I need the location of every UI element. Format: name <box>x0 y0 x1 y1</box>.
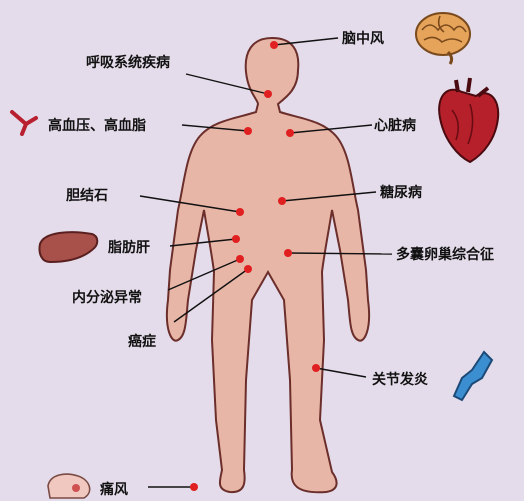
point-cancer <box>244 265 252 273</box>
brain-icon <box>416 13 470 64</box>
label-cancer: 癌症 <box>128 333 156 350</box>
label-pcos: 多囊卵巢综合征 <box>396 246 494 263</box>
point-respiratory <box>264 90 272 98</box>
label-fatty-liver: 脂肪肝 <box>107 239 150 256</box>
label-gallstone: 胆结石 <box>66 187 108 204</box>
point-pancreas <box>278 197 286 205</box>
label-arthritis: 关节发炎 <box>372 371 428 388</box>
label-gout: 痛风 <box>99 481 128 498</box>
point-brain <box>270 41 278 49</box>
human-body <box>167 38 369 492</box>
label-respiratory: 呼吸系统疾病 <box>86 54 170 71</box>
liver-icon <box>39 232 97 262</box>
foot-icon <box>48 474 90 498</box>
label-stroke: 脑中风 <box>342 30 384 47</box>
blood-vessel-icon <box>12 112 36 134</box>
label-endocrine: 内分泌异常 <box>72 289 142 306</box>
point-heart <box>286 129 294 137</box>
label-hypertension: 高血压、高血脂 <box>48 117 146 134</box>
point-liver <box>232 235 240 243</box>
label-heart: 心脏病 <box>374 117 416 134</box>
point-endocrine <box>236 255 244 263</box>
point-blood <box>244 127 252 135</box>
heart-icon <box>439 78 498 162</box>
knee-joint-icon <box>454 352 492 400</box>
point-ovary <box>284 249 292 257</box>
point-knee <box>312 364 320 372</box>
point-foot <box>190 483 198 491</box>
label-diabetes: 糖尿病 <box>380 184 422 201</box>
point-gallbladder <box>236 208 244 216</box>
